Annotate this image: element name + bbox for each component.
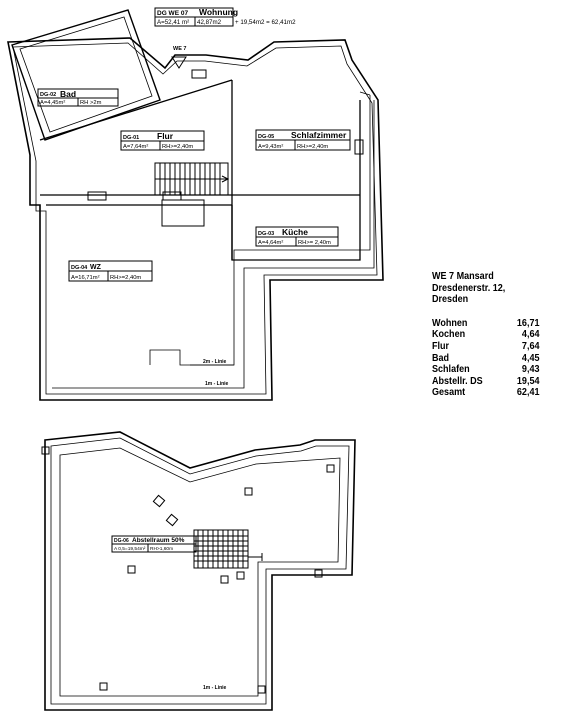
summary-value: 62,41 — [516, 386, 540, 399]
summary-label: Bad — [432, 351, 450, 364]
summary-value: 4,45 — [521, 351, 540, 364]
wz-name: WZ — [90, 264, 102, 271]
schlaf-name: Schlafzimmer — [291, 130, 347, 140]
inner-wall — [12, 42, 378, 395]
bad-area: A=4,45m² — [40, 100, 65, 106]
kueche-area: A=4,64m² — [258, 240, 283, 246]
summary-value: 19,54 — [516, 374, 540, 387]
kueche-code: DG-03 — [258, 231, 274, 237]
summary-label: Wohnen — [432, 316, 468, 329]
flur-height: RH>=2,40m — [162, 144, 193, 150]
area-summary: WE 7 Mansard Dresdenerstr. 12, Dresden W… — [432, 270, 540, 399]
summary-label: Flur — [432, 339, 450, 352]
header-area: A=52,41 m² — [157, 19, 189, 26]
summary-row: Wohnen 16,71 — [432, 316, 540, 330]
summary-label: Abstellr. DS — [432, 374, 483, 387]
wz-code: DG-04 — [71, 265, 88, 271]
summary-label: Gesamt — [432, 386, 466, 399]
storage-outer-wall — [44, 431, 356, 711]
abstell-area: A 0,5=19,54m² — [114, 546, 146, 552]
stairs-upper — [154, 162, 230, 196]
bad-name: Bad — [60, 89, 76, 99]
storage-1m-label: 1m - Linie — [203, 685, 227, 691]
bad-height: RH >2m — [80, 100, 102, 106]
summary-label: Schlafen — [432, 363, 470, 376]
summary-row-total: Gesamt 62,41 — [432, 387, 540, 399]
height-line-1m — [52, 100, 375, 389]
abstell-name: Abstellraum 50% — [132, 537, 185, 544]
summary-title: WE 7 Mansard — [432, 270, 494, 282]
header-area-extra: 42,87m2 — [197, 19, 222, 26]
summary-row: Kochen 4,64 — [432, 329, 540, 341]
roof-posts — [41, 446, 335, 694]
summary-row: Bad 4,45 — [432, 351, 540, 365]
storage-plan — [41, 431, 356, 711]
summary-value: 16,71 — [516, 316, 540, 329]
header-room-name: Wohnung — [199, 7, 238, 17]
wz-area: A=16,71m² — [71, 275, 100, 281]
bathroom-inner — [19, 16, 153, 133]
wz-height: RH>=2,40m — [110, 275, 141, 281]
height-line-2m-label: 2m - Linie — [203, 359, 227, 365]
bathroom-walls — [11, 9, 161, 141]
roof-windows — [87, 69, 364, 201]
storage-1m-line — [59, 447, 341, 697]
schlaf-area: A=9,43m² — [258, 144, 283, 150]
partition-wz — [46, 204, 233, 260]
abstell-code: DG-06 — [114, 538, 129, 544]
apartment-plan — [7, 9, 384, 401]
storage-inner-wall — [50, 437, 350, 705]
schlaf-code: DG-05 — [258, 134, 274, 140]
kueche-height: RH>= 2,40m — [298, 240, 331, 246]
summary-row: Flur 7,64 — [432, 339, 540, 353]
summary-row: Abstellr. DS 19,54 — [432, 374, 540, 388]
schlaf-height: RH>=2,40m — [297, 144, 328, 150]
stair-opening — [161, 199, 205, 227]
bad-code: DG-02 — [40, 92, 56, 98]
flur-name: Flur — [157, 131, 174, 141]
flur-code: DG-01 — [123, 135, 139, 141]
stairs-lower — [193, 529, 263, 569]
marker-label: WE 7 — [173, 46, 186, 52]
summary-value: 9,43 — [521, 363, 540, 376]
kueche-name: Küche — [282, 227, 308, 237]
entrance-marker-icon — [171, 56, 187, 69]
summary-value: 7,64 — [521, 339, 540, 352]
header-sum: + 19,54m2 = 62,41m2 — [235, 19, 296, 26]
summary-label: Kochen — [432, 328, 466, 341]
flur-area: A=7,64m² — [123, 144, 148, 150]
abstell-height: RH>1,60m — [150, 546, 173, 552]
summary-row: Schlafen 9,43 — [432, 364, 540, 376]
header-room-code: DG WE 07 — [157, 10, 188, 17]
summary-address: Dresdenerstr. 12, Dresden — [432, 281, 506, 306]
height-line-1m-label: 1m - Linie — [205, 381, 229, 387]
summary-value: 4,64 — [521, 328, 540, 341]
